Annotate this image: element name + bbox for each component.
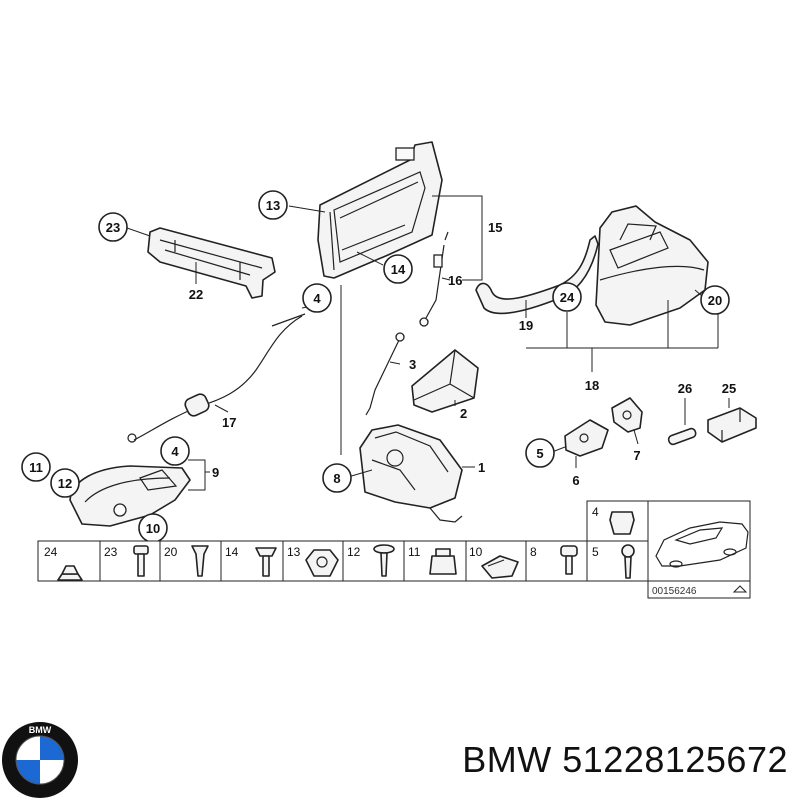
svg-text:23: 23: [106, 220, 120, 235]
part-25-plug: [707, 407, 757, 443]
callout-10: 10: [138, 513, 168, 543]
strip-label-8: 8: [530, 545, 537, 559]
callout-17: 17: [222, 415, 236, 430]
callout-6: 6: [572, 473, 579, 488]
part-number: 51228125672: [562, 739, 788, 780]
part-7-clip: [611, 397, 643, 433]
bmw-logo-icon: BMW: [2, 722, 78, 798]
strip-label-13: 13: [287, 545, 301, 559]
pin-20-icon: [191, 545, 209, 577]
part-26-pin: [667, 427, 697, 446]
screw-23-icon: [133, 545, 149, 577]
callout-8: 8: [322, 463, 352, 493]
callout-4-top: 4: [302, 283, 332, 313]
part-17-cable: [127, 313, 306, 443]
svg-text:14: 14: [391, 262, 406, 277]
callout-9: 9: [212, 465, 219, 480]
car-thumbnail-icon: [655, 521, 749, 568]
callout-26: 26: [678, 381, 692, 396]
part-2-block: [411, 349, 479, 413]
svg-text:24: 24: [560, 290, 575, 305]
part-10-inner-handle: [69, 465, 191, 527]
callout-11: 11: [21, 452, 51, 482]
callout-20: 20: [700, 285, 730, 315]
screw-14-icon: [255, 547, 277, 577]
strip-label-24: 24: [44, 545, 58, 559]
callout-7: 7: [633, 448, 640, 463]
strip-label-10: 10: [469, 545, 483, 559]
screw-5-icon: [621, 544, 635, 579]
svg-text:5: 5: [536, 446, 543, 461]
callout-16: 16: [448, 273, 462, 288]
clip-11-icon: [429, 548, 457, 575]
brand-caption: BMW 51228125672: [462, 739, 788, 781]
part-1-door-lock: [359, 424, 463, 523]
svg-text:4: 4: [171, 444, 179, 459]
exploded-parts-diagram: 13 23 22 14 15 16 4 24 20 19 18 3 2 17 2…: [21, 141, 757, 599]
strip-label-14: 14: [225, 545, 239, 559]
callout-2: 2: [460, 406, 467, 421]
strip-label-20: 20: [164, 545, 178, 559]
callout-14: 14: [383, 254, 413, 284]
part-6-bracket: [564, 419, 609, 457]
brand-name: BMW: [462, 739, 552, 780]
part-22-bracket: [147, 227, 276, 299]
callout-18: 18: [585, 378, 599, 393]
clip-10-icon: [481, 555, 519, 579]
strip-label-4: 4: [592, 505, 599, 519]
part-3-rod: [365, 332, 405, 416]
callout-4-left: 4: [160, 436, 190, 466]
strip-label-23: 23: [104, 545, 118, 559]
grommet-24-icon: [57, 565, 83, 581]
callout-12: 12: [50, 468, 80, 498]
svg-text:10: 10: [146, 521, 160, 536]
strip-label-11: 11: [408, 545, 421, 559]
callout-5: 5: [525, 438, 555, 468]
svg-text:13: 13: [266, 198, 280, 213]
part-16-rod: [419, 231, 449, 327]
svg-text:4: 4: [313, 291, 321, 306]
callout-25: 25: [722, 381, 736, 396]
small-parts-strip: 24 23 20 14 13 12 11 10 8 5 4 00156246: [37, 500, 751, 599]
callout-19: 19: [519, 318, 533, 333]
screw-8-icon: [560, 545, 578, 575]
strip-label-5: 5: [592, 545, 599, 559]
callout-1: 1: [478, 460, 485, 475]
diagram-code: 00156246: [652, 586, 697, 597]
part-13-frame: [317, 141, 443, 279]
callout-15: 15: [488, 220, 502, 235]
brand-row: BMW BMW 51228125672: [0, 700, 800, 800]
screw-12-icon: [373, 544, 395, 577]
part-20-door-handle: [595, 205, 709, 326]
logo-lettering: BMW: [29, 725, 52, 735]
corner-marker-icon: [732, 585, 748, 593]
callout-24-handle: 24: [552, 282, 582, 312]
svg-text:12: 12: [58, 476, 72, 491]
svg-text:11: 11: [29, 460, 43, 475]
strip-label-12: 12: [347, 545, 361, 559]
callout-22: 22: [189, 287, 203, 302]
plug-4-icon: [609, 511, 635, 535]
svg-text:8: 8: [333, 471, 340, 486]
callout-13: 13: [258, 190, 288, 220]
svg-text:20: 20: [708, 293, 722, 308]
callout-3: 3: [409, 357, 416, 372]
callout-23: 23: [98, 212, 128, 242]
nut-13-icon: [305, 549, 339, 577]
